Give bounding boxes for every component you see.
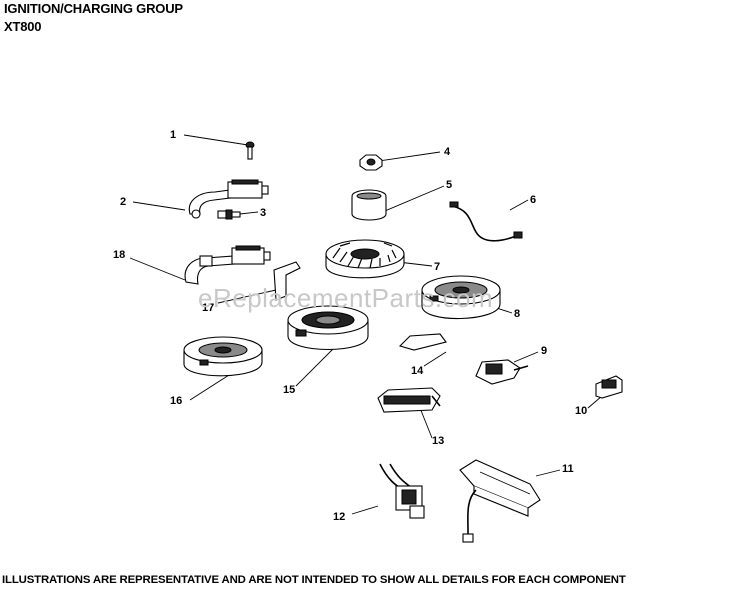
callout-7: 7 (434, 261, 440, 273)
part-5-cup: 5 (351, 179, 452, 221)
part-7-flywheel-fan: 7 (325, 239, 440, 279)
callout-1: 1 (170, 129, 176, 141)
callout-6: 6 (530, 194, 536, 206)
callout-4: 4 (444, 146, 451, 158)
part-16-flywheel: 16 (170, 336, 263, 407)
callout-16: 16 (170, 395, 182, 407)
callout-12: 12 (333, 511, 345, 523)
part-14-shield: 14 (398, 333, 447, 377)
part-18-ignition-module: 18 (113, 245, 271, 285)
part-1-screw: 1 (170, 129, 255, 160)
callout-3: 3 (260, 207, 266, 219)
part-17-bracket: 17 (202, 261, 301, 314)
callout-9: 9 (541, 345, 547, 357)
callout-10: 10 (575, 405, 587, 417)
part-2-ignition-module: 2 (120, 179, 269, 219)
callout-8: 8 (514, 308, 520, 320)
watermark-text: eReplacementParts.com (198, 283, 494, 313)
callout-5: 5 (446, 179, 452, 191)
part-3-spark-plug: 3 (217, 207, 266, 220)
callout-13: 13 (432, 435, 444, 447)
diagram-title: IGNITION/CHARGING GROUP (4, 1, 183, 16)
part-6-wire-lead: 6 (449, 194, 536, 242)
part-8-flywheel: 8 (421, 275, 520, 320)
callout-14: 14 (411, 365, 424, 377)
callout-11: 11 (562, 463, 574, 475)
part-12-connector: 12 (333, 463, 425, 523)
model-number: XT800 (4, 19, 42, 34)
part-4-nut: 4 (359, 146, 451, 171)
callout-18: 18 (113, 249, 125, 261)
part-15-stator: 15 (283, 305, 369, 396)
callout-2: 2 (120, 196, 126, 208)
part-13-harness: 13 (377, 387, 444, 447)
callout-17: 17 (202, 302, 214, 314)
part-11-regulator: 11 (459, 459, 574, 543)
part-10-switch: 10 (575, 375, 623, 417)
part-9-rectifier: 9 (475, 345, 547, 385)
callout-15: 15 (283, 384, 295, 396)
disclaimer-footer: ILLUSTRATIONS ARE REPRESENTATIVE AND ARE… (2, 574, 626, 586)
